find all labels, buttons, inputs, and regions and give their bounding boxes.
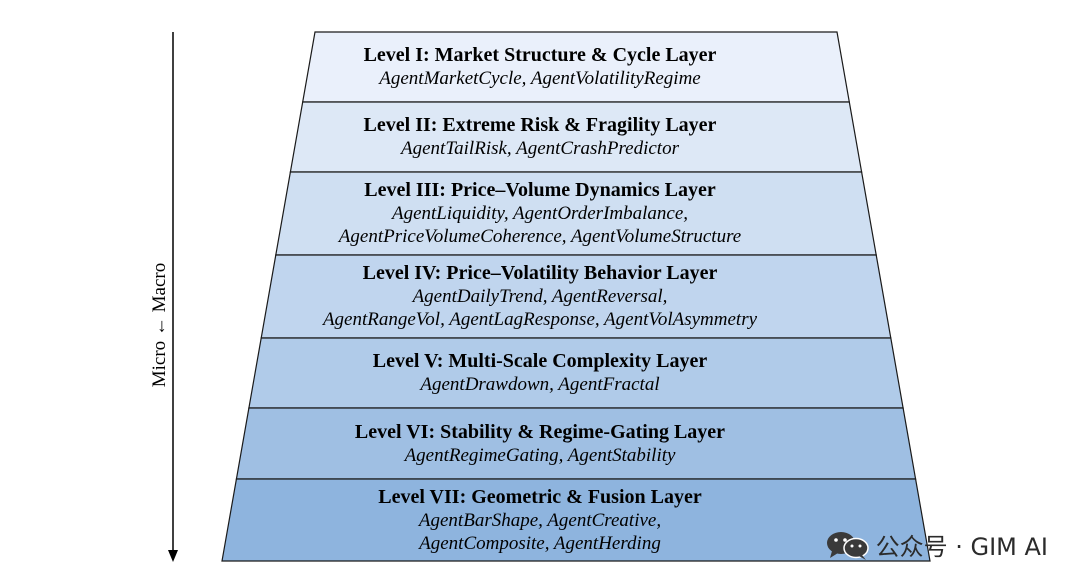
axis-arrow-head <box>168 550 178 562</box>
layer-agents-line: AgentMarketCycle, AgentVolatilityRegime <box>379 68 701 89</box>
layer-title: Level I: Market Structure & Cycle Layer <box>363 44 717 66</box>
layer-text-block-6: Level VI: Stability & Regime-Gating Laye… <box>0 421 1080 467</box>
watermark: 公众号 · GIM AI <box>826 527 1048 562</box>
wechat-icon <box>826 531 869 560</box>
layer-agents-line: AgentRangeVol, AgentLagResponse, AgentVo… <box>322 309 758 330</box>
pyramid-layer-shapes <box>221 31 931 562</box>
pyramid-layer-7 <box>221 478 931 562</box>
layer-agents-line: AgentLiquidity, AgentOrderImbalance, <box>391 203 689 224</box>
layer-agents-line: AgentRegimeGating, AgentStability <box>404 444 676 466</box>
layer-title: Level VII: Geometric & Fusion Layer <box>378 485 702 508</box>
layer-agents-line: AgentDrawdown, AgentFractal <box>420 374 660 395</box>
layer-title: Level IV: Price–Volatility Behavior Laye… <box>362 262 718 284</box>
layer-agents-line: AgentTailRisk, AgentCrashPredictor <box>401 138 679 159</box>
layer-agents-line: AgentDailyTrend, AgentReversal, <box>412 286 668 307</box>
layer-agents-line: AgentComposite, AgentHerding <box>419 532 661 554</box>
layer-text-block-2: Level II: Extreme Risk & Fragility Layer… <box>0 114 1080 160</box>
layer-title: Level II: Extreme Risk & Fragility Layer <box>363 114 717 136</box>
watermark-text: 公众号 · GIM AI <box>875 533 1048 561</box>
axis-label: Micro ← Macro <box>149 262 170 388</box>
layer-agents-line: AgentBarShape, AgentCreative, <box>418 509 662 531</box>
layer-agents-line: AgentPriceVolumeCoherence, AgentVolumeSt… <box>338 226 742 247</box>
layer-text-block-4: Level IV: Price–Volatility Behavior Laye… <box>0 262 1080 331</box>
layer-title: Level VI: Stability & Regime-Gating Laye… <box>354 420 726 443</box>
layer-title: Level V: Multi-Scale Complexity Layer <box>372 350 708 372</box>
layer-title: Level III: Price–Volume Dynamics Layer <box>364 179 716 201</box>
